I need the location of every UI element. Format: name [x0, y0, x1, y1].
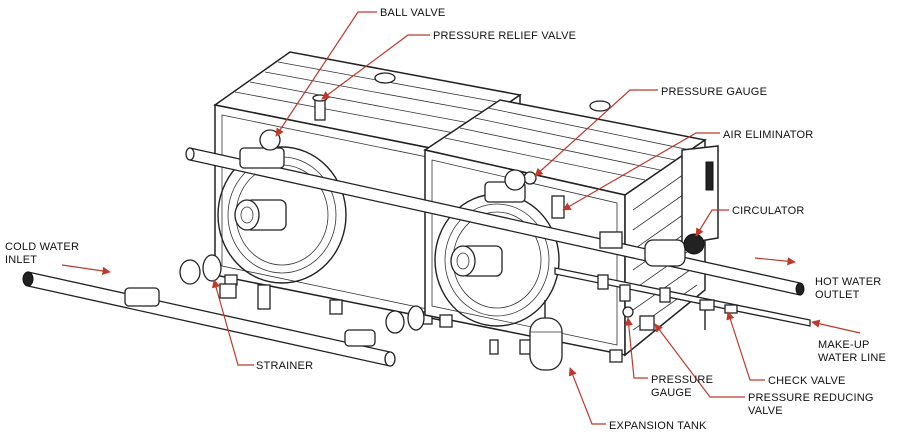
- label-ball-valve: BALL VALVE: [380, 7, 445, 19]
- label-hot-water-outlet-line1: HOT WATER: [815, 276, 881, 288]
- label-make-up-water-line2: WATER LINE: [818, 352, 886, 364]
- label-hot-water-outlet-line2: OUTLET: [815, 289, 860, 301]
- supply-header-pipe: [185, 129, 805, 296]
- label-strainer: STRAINER: [256, 360, 313, 372]
- label-circulator: CIRCULATOR: [732, 205, 805, 217]
- label-expansion-tank: EXPANSION TANK: [609, 420, 707, 432]
- cold-inlet-flow-arrow: [61, 264, 111, 276]
- label-make-up-water-line1: MAKE-UP: [818, 339, 870, 351]
- callout-leaders: [212, 11, 765, 425]
- label-check-valve: CHECK VALVE: [768, 375, 846, 387]
- make-up-flow-arrow: [811, 319, 861, 334]
- callout-labels: BALL VALVE PRESSURE RELIEF VALVE PRESSUR…: [5, 7, 886, 432]
- hot-outlet-flow-arrow: [754, 257, 796, 266]
- return-pipe: [22, 254, 499, 367]
- label-pressure-relief-valve: PRESSURE RELIEF VALVE: [433, 30, 576, 42]
- label-cold-water-inlet-line2: INLET: [5, 254, 37, 266]
- label-pressure-gauge-top: PRESSURE GAUGE: [661, 86, 767, 98]
- label-cold-water-inlet-line1: COLD WATER: [5, 241, 79, 253]
- label-pressure-reducing-valve-line1: PRESSURE REDUCING: [748, 392, 874, 404]
- label-pressure-reducing-valve-line2: VALVE: [748, 405, 783, 417]
- label-pressure-gauge-bottom-line2: GAUGE: [651, 387, 692, 399]
- make-up-water-line: [554, 267, 811, 331]
- label-pressure-gauge-bottom-line1: PRESSURE: [651, 374, 713, 386]
- right-boiler: [423, 99, 719, 363]
- expansion-tank: [529, 300, 563, 371]
- label-air-eliminator: AIR ELIMINATOR: [723, 129, 813, 141]
